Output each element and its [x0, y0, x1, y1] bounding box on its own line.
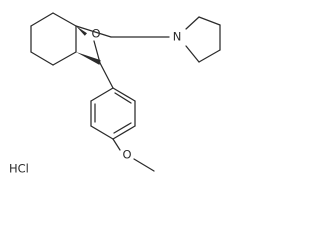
- methoxyphenyl-ring: [90, 87, 136, 140]
- phenyl-bond: [90, 87, 114, 102]
- cyclohexyl-ring: [30, 12, 77, 66]
- phenyl-bond: [90, 125, 114, 140]
- cyclohexyl-bond: [30, 51, 54, 66]
- phenyl-double-bond: [114, 92, 132, 104]
- connecting-bonds: [75, 25, 170, 89]
- cyclohexyl-bond: [52, 51, 77, 66]
- phenyl-bond: [112, 125, 136, 140]
- piperidine-bond: [185, 16, 200, 30]
- piperidine-ring: [185, 16, 221, 63]
- methylene-bond: [75, 25, 112, 38]
- chemical-structure-diagram: O N O HCl: [9, 12, 221, 176]
- methoxy-group: [112, 138, 155, 172]
- aryl-to-phenyl-bond: [99, 62, 114, 89]
- hydrochloride-label: HCl: [9, 162, 29, 176]
- benzylic-wedge-bond: [76, 52, 101, 65]
- piperidine-nitrogen-label: N: [173, 30, 182, 44]
- hydroxyl-oxygen-label: O: [91, 27, 100, 41]
- stereo-bonds: [76, 26, 101, 65]
- phenyl-double-bond: [113, 122, 132, 134]
- methoxy-oxygen-label: O: [122, 148, 131, 162]
- hydroxyl-wedge-bond: [76, 26, 87, 36]
- oxygen-to-aryl-carbon-bond: [93, 40, 101, 64]
- piperidine-bond: [198, 49, 221, 63]
- piperidine-bond: [185, 45, 200, 63]
- aryl-oxygen-bond: [112, 138, 121, 151]
- atom-labels: O N O HCl: [9, 27, 181, 176]
- piperidine-bond: [198, 16, 221, 26]
- cyclohexyl-bond: [30, 12, 54, 27]
- oxygen-methyl-bond: [133, 158, 155, 172]
- phenyl-bond: [112, 87, 136, 102]
- cyclohexyl-bond: [52, 12, 77, 27]
